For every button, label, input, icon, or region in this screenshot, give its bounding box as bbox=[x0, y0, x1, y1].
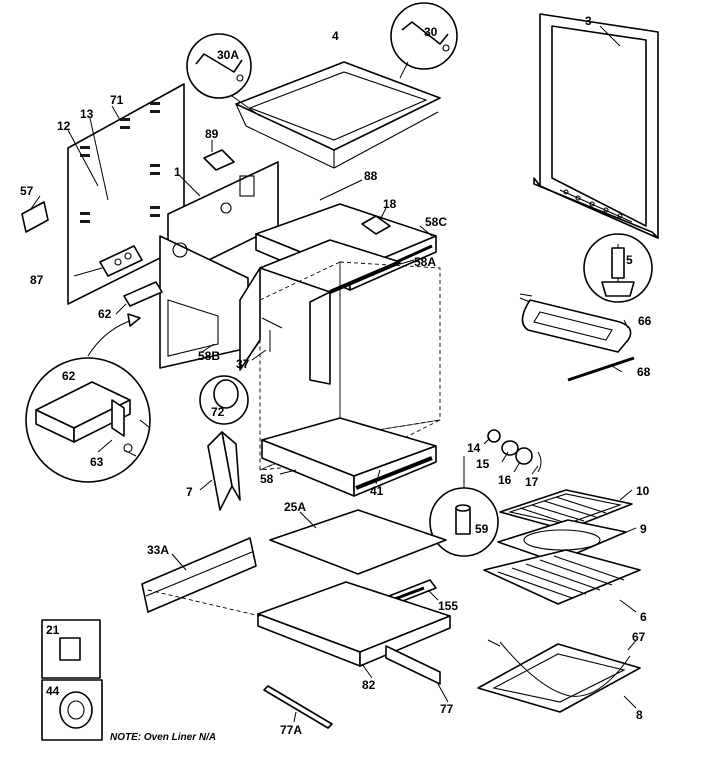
label-4: 4 bbox=[332, 29, 339, 43]
part-30a-bracket-detail bbox=[186, 33, 252, 99]
label-72: 72 bbox=[211, 405, 225, 419]
oven-liner-note: NOTE: Oven Liner N/A bbox=[110, 732, 216, 743]
part-77a-rail bbox=[263, 685, 333, 729]
label-58: 58 bbox=[260, 472, 274, 486]
label-5: 5 bbox=[626, 253, 633, 267]
part-82-drawer bbox=[257, 581, 451, 667]
label-59: 59 bbox=[475, 522, 489, 536]
label-10: 10 bbox=[636, 484, 650, 498]
label-62b: 62 bbox=[62, 369, 76, 383]
part-77-rail bbox=[385, 645, 441, 685]
label-1: 1 bbox=[174, 165, 181, 179]
label-6: 6 bbox=[640, 610, 647, 624]
part-66-broil-element bbox=[519, 293, 632, 353]
label-62a: 62 bbox=[98, 307, 112, 321]
part-21-knob bbox=[41, 619, 101, 679]
label-3: 3 bbox=[585, 14, 592, 28]
part-89-switch bbox=[203, 149, 235, 171]
label-58b: 58B bbox=[198, 349, 220, 363]
part-68-sensor bbox=[567, 356, 635, 382]
label-33a: 33A bbox=[147, 543, 169, 557]
label-12: 12 bbox=[57, 119, 71, 133]
part-7-hinge bbox=[207, 431, 241, 511]
label-37: 37 bbox=[236, 357, 250, 371]
part-62-terminal bbox=[123, 281, 163, 307]
label-44: 44 bbox=[46, 684, 60, 698]
part-25a-panel bbox=[269, 509, 447, 575]
label-16: 16 bbox=[498, 473, 512, 487]
label-77a: 77A bbox=[280, 723, 302, 737]
label-8: 8 bbox=[636, 708, 643, 722]
label-58a: 58A bbox=[414, 255, 436, 269]
label-155: 155 bbox=[438, 599, 458, 613]
label-71: 71 bbox=[110, 93, 124, 107]
label-41: 41 bbox=[370, 484, 384, 498]
label-63: 63 bbox=[90, 455, 104, 469]
label-30: 30 bbox=[424, 25, 438, 39]
label-18: 18 bbox=[383, 197, 397, 211]
label-66: 66 bbox=[638, 314, 652, 328]
part-10-broiler-grid bbox=[499, 489, 633, 531]
label-15: 15 bbox=[476, 457, 490, 471]
part-58-bottom-insulation bbox=[261, 417, 437, 497]
label-7: 7 bbox=[186, 485, 193, 499]
part-33a-kick-panel bbox=[141, 537, 257, 613]
label-58c: 58C bbox=[425, 215, 447, 229]
part-labels: 3 30 4 30A 71 13 12 89 57 1 88 18 58C 58… bbox=[20, 14, 652, 743]
leader-lines bbox=[29, 25, 639, 723]
part-5-leveling-leg bbox=[583, 233, 653, 303]
label-21: 21 bbox=[46, 623, 60, 637]
label-77: 77 bbox=[440, 702, 454, 716]
label-17: 17 bbox=[525, 475, 539, 489]
part-57-cover-plate bbox=[21, 201, 49, 233]
part-4-top-panel bbox=[231, 61, 441, 169]
part-72-light-socket bbox=[199, 375, 249, 425]
part-3-door-frame bbox=[533, 13, 659, 239]
part-87-terminal-block bbox=[99, 245, 143, 277]
label-13: 13 bbox=[80, 107, 94, 121]
label-30a: 30A bbox=[217, 48, 239, 62]
label-57: 57 bbox=[20, 184, 34, 198]
label-89: 89 bbox=[205, 127, 219, 141]
part-44-knob bbox=[41, 679, 103, 741]
label-9: 9 bbox=[640, 522, 647, 536]
label-88: 88 bbox=[364, 169, 378, 183]
label-68: 68 bbox=[637, 365, 651, 379]
part-37-clip bbox=[261, 317, 283, 352]
part-6-oven-rack bbox=[483, 549, 641, 605]
part-18-bracket bbox=[361, 215, 391, 235]
label-87: 87 bbox=[30, 273, 44, 287]
label-67: 67 bbox=[632, 630, 646, 644]
part-58a-side-insulation bbox=[239, 239, 401, 385]
part-30-bracket-detail bbox=[390, 2, 458, 70]
label-82: 82 bbox=[362, 678, 376, 692]
part-14-15-16-17-light bbox=[487, 429, 542, 473]
part-1-oven-body bbox=[159, 161, 279, 369]
part-8-bake-element bbox=[477, 639, 641, 713]
label-25a: 25A bbox=[284, 500, 306, 514]
label-14: 14 bbox=[467, 441, 481, 455]
part-62-63-detail bbox=[25, 357, 151, 483]
part-59-detail bbox=[429, 456, 499, 557]
pointer-arrow bbox=[87, 313, 141, 357]
